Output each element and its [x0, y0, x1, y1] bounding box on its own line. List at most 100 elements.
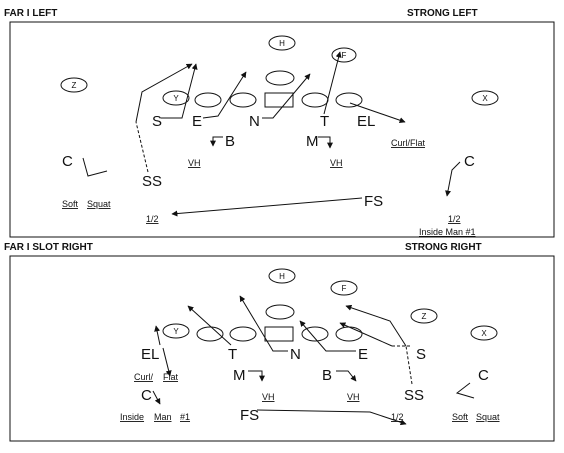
center-square	[264, 326, 294, 342]
lineman-oval	[229, 326, 257, 342]
defender-n: N	[290, 346, 301, 363]
drop-m	[318, 136, 333, 149]
frame-top	[9, 21, 555, 238]
drop-el	[349, 102, 406, 124]
z-receiver-oval	[60, 77, 88, 93]
rush-el-arrow	[154, 325, 161, 346]
qb-oval	[265, 70, 295, 86]
rush-n	[262, 73, 311, 119]
defender-e: E	[358, 346, 368, 363]
assignment-half: 1/2	[391, 412, 404, 422]
defender-b: B	[322, 367, 332, 384]
defender-c-right: C	[464, 153, 475, 170]
x-receiver-label: X	[481, 329, 487, 338]
z-receiver-label: Z	[422, 312, 427, 321]
drop-b	[336, 370, 357, 382]
squat-c-right	[455, 382, 475, 399]
x-receiver-oval	[470, 325, 498, 341]
defender-n: N	[249, 113, 260, 130]
f-back-label: F	[342, 51, 347, 60]
f-back-oval	[330, 280, 358, 296]
defender-ss: SS	[404, 387, 424, 404]
lineman-oval	[196, 326, 224, 342]
defender-m: M	[233, 367, 246, 384]
defender-s: S	[152, 113, 162, 130]
z-receiver-label: Z	[72, 81, 77, 90]
header-strong-left: STRONG LEFT	[407, 8, 478, 19]
lineman-oval	[335, 92, 363, 108]
qb-oval	[265, 304, 295, 320]
fs-route	[171, 197, 363, 217]
center-square	[264, 92, 294, 108]
h-back-oval	[268, 35, 296, 51]
assignment-half-right: 1/2	[448, 214, 461, 224]
lineman-oval	[301, 92, 329, 108]
assignment-squat: Squat	[476, 412, 500, 422]
y-tight-end-label: Y	[173, 94, 179, 103]
x-receiver-oval	[471, 90, 499, 106]
assignment-squat: Squat	[87, 199, 111, 209]
rush-e	[202, 71, 247, 119]
defender-fs: FS	[240, 407, 259, 424]
defender-s: S	[416, 346, 426, 363]
y-tight-end-oval	[162, 90, 190, 106]
y-tight-end-label: Y	[173, 327, 179, 336]
ss-route	[345, 304, 407, 347]
assignment-man: Man	[154, 412, 172, 422]
defender-fs: FS	[364, 193, 383, 210]
defender-el: EL	[141, 346, 159, 363]
drop-c-right	[445, 161, 461, 197]
header-far-i-slot-right: FAR I SLOT RIGHT	[4, 242, 93, 253]
assignment-curl: Curl/	[134, 372, 154, 382]
assignment-num: #1	[180, 412, 190, 422]
defender-c-right: C	[478, 367, 489, 384]
header-strong-right: STRONG RIGHT	[405, 242, 482, 253]
rush-t	[323, 51, 342, 115]
ss-dash	[135, 121, 149, 173]
diagram-far-i-slot-right: FAR I SLOT RIGHT STRONG RIGHT H F Z Y X …	[4, 242, 555, 442]
assignment-curl-flat: Curl/Flat	[391, 138, 426, 148]
drop-c-left	[152, 390, 161, 405]
drop-b	[210, 136, 223, 147]
x-receiver-label: X	[482, 94, 488, 103]
defender-b: B	[225, 133, 235, 150]
drop-m	[248, 370, 265, 382]
defender-c-left: C	[141, 387, 152, 404]
defender-el: EL	[357, 113, 375, 130]
h-back-oval	[268, 268, 296, 284]
assignment-inside-man: Inside Man #1	[419, 227, 476, 237]
z-receiver-oval	[410, 308, 438, 324]
assignment-vh-left: VH	[262, 392, 275, 402]
drop-el	[162, 347, 172, 377]
rush-e	[299, 320, 356, 352]
rush-t	[187, 305, 232, 346]
squat-c-left	[82, 157, 108, 177]
defender-ss: SS	[142, 173, 162, 190]
lineman-oval	[335, 326, 363, 342]
rush-n	[239, 295, 288, 352]
h-back-label: H	[279, 39, 285, 48]
defender-t: T	[228, 346, 237, 363]
defender-c-left: C	[62, 153, 73, 170]
header-far-i-left: FAR I LEFT	[4, 8, 57, 19]
assignment-half-left: 1/2	[146, 214, 159, 224]
lineman-oval	[194, 92, 222, 108]
h-back-label: H	[279, 272, 285, 281]
ss-dash	[405, 345, 413, 385]
f-back-label: F	[342, 284, 347, 293]
assignment-vh-right: VH	[347, 392, 360, 402]
defender-t: T	[320, 113, 329, 130]
assignment-flat: Flat	[163, 372, 179, 382]
rush-s	[161, 63, 198, 119]
diagram-far-i-left: FAR I LEFT STRONG LEFT H F Z Y X S E N T…	[4, 8, 555, 238]
y-tight-end-oval	[162, 323, 190, 339]
rush-s	[339, 322, 393, 347]
assignment-soft: Soft	[452, 412, 469, 422]
assignment-inside: Inside	[120, 412, 144, 422]
defender-m: M	[306, 133, 319, 150]
defender-e: E	[192, 113, 202, 130]
lineman-oval	[229, 92, 257, 108]
assignment-soft: Soft	[62, 199, 79, 209]
frame-bottom	[9, 255, 555, 442]
